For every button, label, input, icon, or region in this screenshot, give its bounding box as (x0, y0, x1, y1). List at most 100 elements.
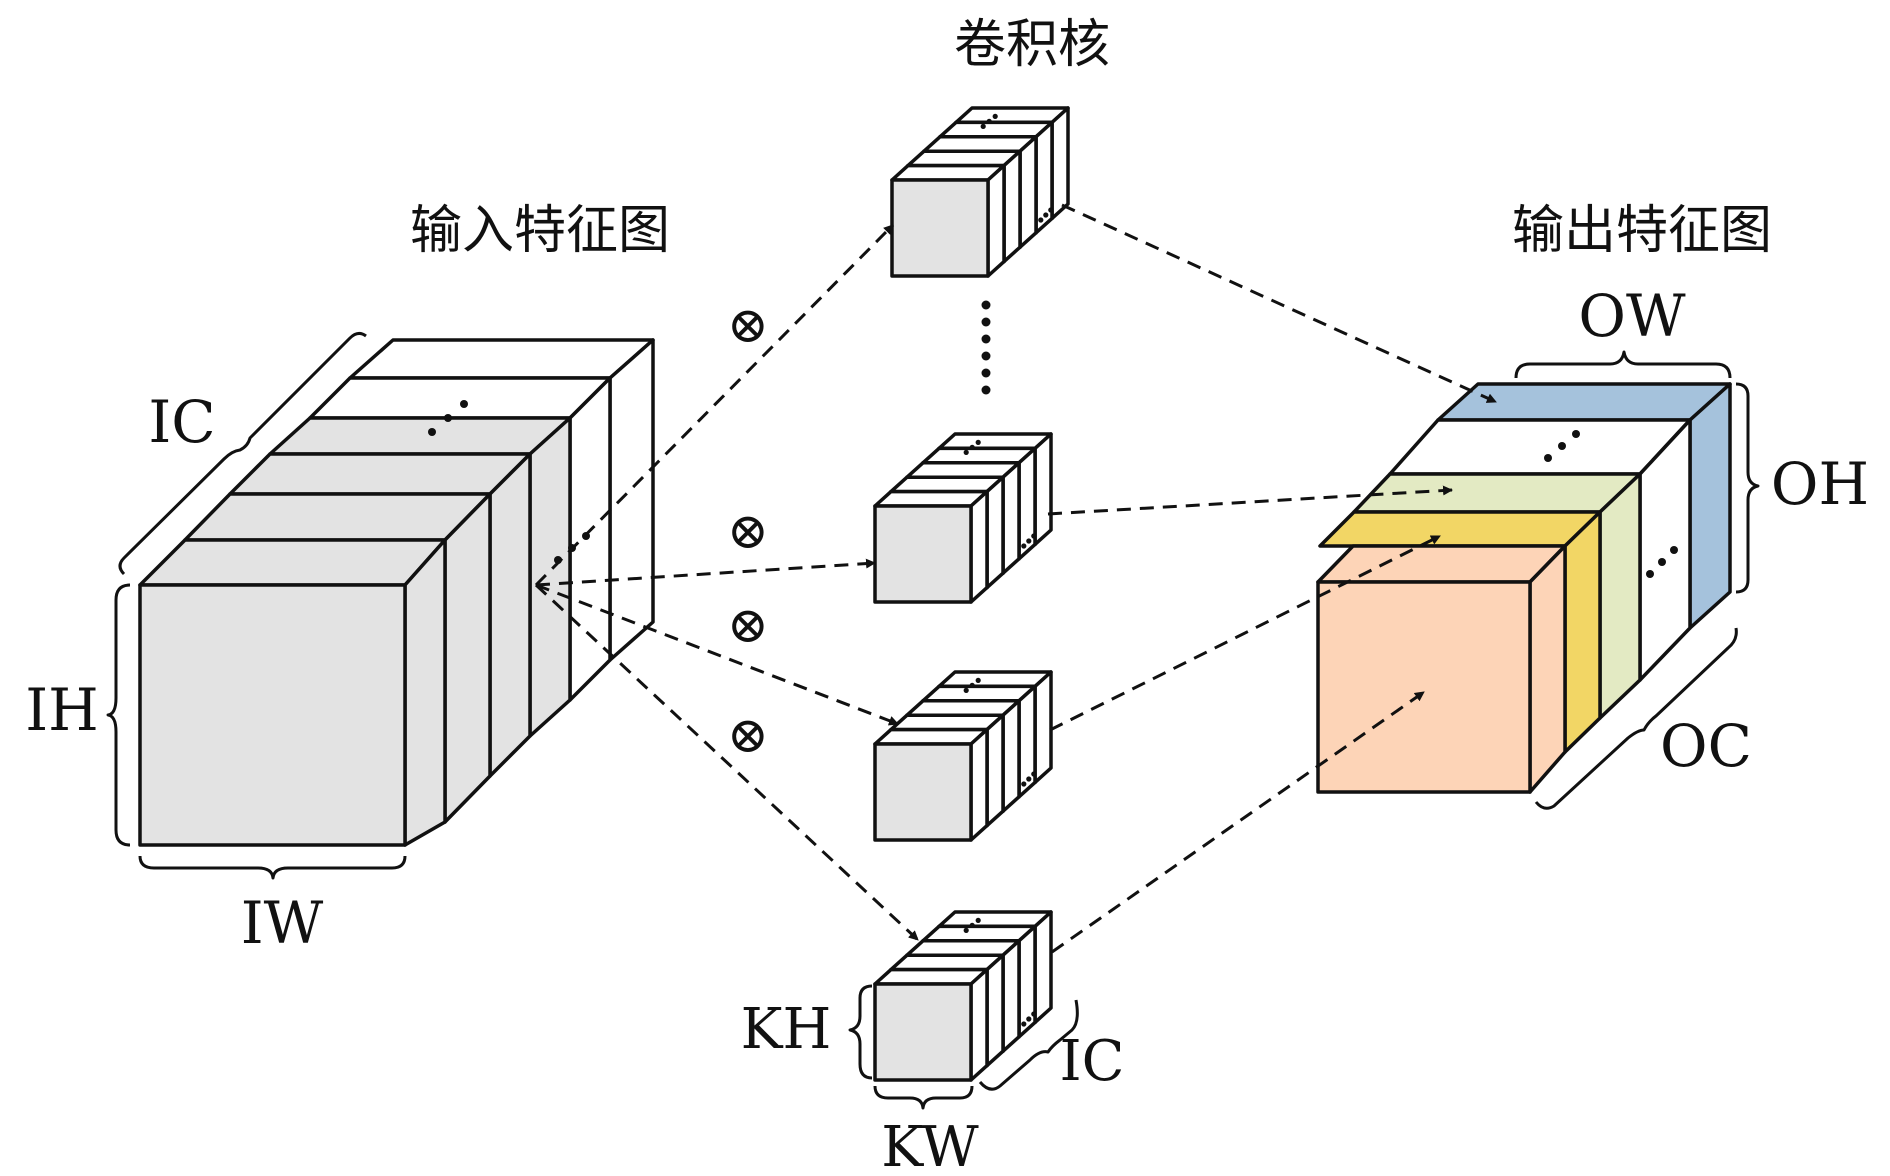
kernel-block (873, 432, 1053, 604)
kernel-block (890, 106, 1070, 278)
kernel-slice-top (890, 163, 1006, 182)
arrow-input-to-kernel-bottom (534, 583, 920, 942)
brace-kw (873, 1085, 974, 1110)
slice-side (568, 376, 612, 702)
slice-side (443, 492, 492, 824)
kernel-slice-side (1033, 432, 1053, 547)
kernel-slice-top (905, 461, 1021, 479)
slice-top (308, 376, 612, 420)
arrow-input-to-kernel-top (534, 223, 895, 587)
input-slice (228, 452, 532, 778)
kernel-slice-side (969, 489, 989, 604)
slice-side (1688, 382, 1732, 630)
kernel-slice-side (1050, 106, 1070, 221)
kernel-slice-top (873, 489, 989, 508)
kernel-slice-top (889, 953, 1005, 972)
ellipsis-dots (963, 917, 1037, 1027)
kernel-slice-side (1001, 699, 1021, 813)
convolution-operator-symbol: ⊗ (727, 502, 769, 560)
ellipsis-dots (1646, 546, 1678, 578)
kernel-slice-side (986, 163, 1006, 278)
convolution-operator-symbol: ⊗ (727, 296, 769, 354)
kernel-slice-top (889, 475, 1005, 494)
slice-top (348, 338, 655, 380)
slice-front-face (1316, 580, 1532, 794)
brace-ic (118, 331, 367, 576)
output-feature-map (1316, 382, 1732, 794)
ellipsis-dots (980, 113, 1054, 223)
kernel-slice-side (969, 727, 989, 842)
arrow-input-to-kernel-3 (535, 583, 899, 726)
label-ow: OW (1578, 282, 1686, 350)
label-kh: KH (741, 997, 832, 1062)
ellipsis-dots (963, 439, 1037, 549)
label-ic: IC (148, 388, 215, 456)
brace-ow (1514, 350, 1732, 379)
kernel-slice-side (985, 713, 1005, 828)
kernel-slice-side (1018, 135, 1038, 249)
kernel-slice-front (873, 742, 973, 842)
kernel-slice-side (1002, 149, 1022, 264)
slice-top (1316, 544, 1567, 584)
slice-side (488, 452, 532, 778)
slice-side (1528, 544, 1567, 794)
kernel-slice-top (873, 967, 989, 986)
input-slice-front (138, 538, 447, 847)
kernel-slice-top (906, 149, 1022, 168)
brace-oh (1735, 382, 1760, 594)
ellipsis-dots (1544, 430, 1580, 462)
convolution-operator-symbol: ⊗ (727, 596, 769, 654)
label-kw: KW (881, 1115, 979, 1176)
kernels (873, 106, 1070, 1082)
kernel-slice-side (1001, 461, 1021, 575)
input-slice (183, 492, 492, 824)
brace-kh (848, 984, 873, 1080)
slice-front-face (138, 583, 407, 847)
slice-side (1563, 510, 1602, 754)
kernel-slice-top (921, 924, 1037, 943)
slice-side (608, 338, 655, 662)
kernel-title: 卷积核 (954, 15, 1110, 75)
kernel-slice-top (905, 699, 1021, 717)
output-slice-blue (1436, 382, 1732, 630)
dashed-arrows (534, 203, 1497, 954)
kernel-slice-top (938, 120, 1054, 139)
label-iw: IW (241, 889, 324, 957)
ellipsis-dots (428, 400, 468, 436)
kernel-slice-top (937, 670, 1053, 689)
brace-iw (138, 855, 407, 880)
slice-top (228, 452, 532, 496)
kernel-slice-front (890, 178, 990, 278)
kernel-slice-top (922, 135, 1038, 153)
kernel-slice-side (1033, 910, 1053, 1025)
slice-top (1318, 510, 1602, 548)
arrow-kernel-top-to-output (1061, 203, 1497, 404)
input-slice (308, 376, 612, 702)
ellipsis-dots (963, 677, 1037, 787)
arrow-kernel-3-to-output (1049, 534, 1441, 732)
brace-ih (106, 583, 131, 847)
ellipsis-dots (981, 300, 991, 395)
kernel-slice-side (1001, 939, 1021, 1053)
kernel-slice-side (1033, 670, 1053, 785)
slice-top (183, 492, 492, 542)
input-feature-map (138, 338, 655, 847)
label-ih: IH (25, 676, 99, 744)
slice-top (1388, 418, 1692, 476)
kernel-block (873, 670, 1053, 842)
kernel-slice-front (873, 982, 973, 1082)
kernel-slice-top (921, 446, 1037, 465)
kernel-slice-top (921, 684, 1037, 703)
label-oc: OC (1660, 712, 1752, 780)
kernel-slice-top (905, 939, 1021, 957)
output-feature-map-title: 输出特征图 (1512, 201, 1772, 261)
kernel-slice-top (937, 432, 1053, 451)
label-ic-kernel: IC (1060, 1029, 1125, 1094)
kernel-slice-side (969, 967, 989, 1082)
slice-top (1436, 382, 1732, 422)
brace-ic-kernel (978, 999, 1079, 1091)
kernel-slice-side (985, 475, 1005, 590)
output-slice-front (1316, 544, 1567, 794)
convolution-operator-symbol: ⊗ (727, 706, 769, 764)
